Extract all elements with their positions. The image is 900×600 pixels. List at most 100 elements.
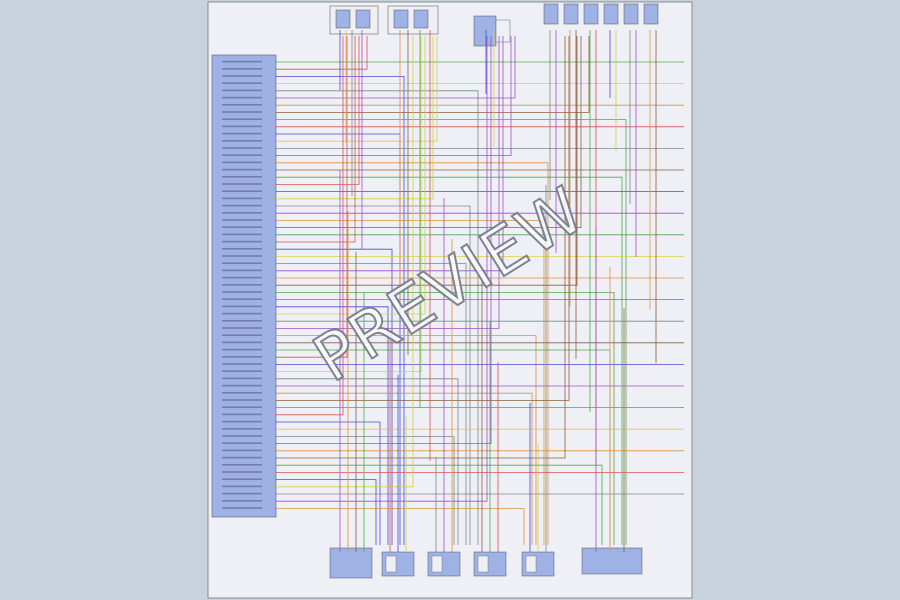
- pin-label-bar: [222, 370, 262, 372]
- pin-label-bar: [222, 118, 262, 120]
- pin-label-bar: [222, 240, 262, 243]
- pin-label-bar: [222, 233, 262, 236]
- wire: [276, 36, 356, 243]
- wire: [276, 162, 549, 545]
- fuse-block: [543, 3, 659, 25]
- wire: [276, 36, 422, 373]
- pin-label-bar: [222, 96, 262, 99]
- sensor-1: [329, 547, 373, 579]
- pin-label-bar: [222, 399, 262, 401]
- wire: [276, 36, 578, 286]
- pin-label-bar: [222, 298, 262, 300]
- pin-label-bar: [222, 212, 262, 214]
- pin-label-bar: [222, 363, 262, 365]
- wire: [276, 291, 615, 545]
- wire: [276, 248, 393, 545]
- pin-label-bar: [222, 68, 262, 70]
- pin-label-bar: [222, 161, 262, 164]
- pin-label-bar: [222, 262, 262, 264]
- wire: [276, 36, 488, 502]
- pin-label-bar: [222, 269, 262, 272]
- pin-label-bar: [222, 348, 262, 351]
- wire: [276, 36, 504, 272]
- pin-label-bar: [222, 456, 262, 459]
- wire: [276, 119, 627, 545]
- relay-1: [329, 5, 379, 35]
- pin-label-bar: [222, 75, 262, 77]
- wire: [276, 464, 603, 545]
- pin-label-bar: [222, 111, 262, 113]
- pin-label-bar: [222, 168, 262, 171]
- wire: [276, 205, 471, 545]
- pin-label-bar: [222, 356, 262, 358]
- relay-3: [473, 15, 511, 47]
- wire: [276, 36, 512, 157]
- wire: [276, 36, 368, 70]
- wire: [276, 263, 467, 545]
- pin-label-bar: [222, 406, 262, 408]
- pin-label-bar: [222, 320, 262, 322]
- sensor-4: [473, 551, 507, 577]
- wire: [276, 36, 500, 329]
- wire: [276, 76, 405, 545]
- pin-label-bar: [222, 183, 262, 185]
- wire: [276, 36, 426, 315]
- wire: [276, 378, 459, 545]
- wire: [276, 36, 360, 185]
- wire: [276, 479, 377, 545]
- pin-label-bar: [222, 204, 262, 207]
- pin-label-bar: [222, 219, 262, 221]
- pin-label-bar: [222, 291, 262, 293]
- wire: [276, 36, 516, 99]
- pin-label-bar: [222, 284, 262, 286]
- pin-label-bar: [222, 449, 262, 452]
- pin-label-bar: [222, 82, 262, 84]
- pin-label-bar: [222, 176, 262, 178]
- module-pin-labels: [222, 60, 262, 509]
- wire: [276, 36, 570, 401]
- wire: [276, 335, 537, 545]
- wire: [276, 176, 623, 545]
- wire: [276, 36, 590, 113]
- pin-label-bar: [222, 226, 262, 228]
- pin-label-bar: [222, 500, 262, 502]
- sensor-5: [521, 551, 555, 577]
- pin-label-bar: [222, 442, 262, 444]
- wire: [276, 507, 525, 545]
- pin-label-bar: [222, 507, 262, 509]
- pin-label-bar: [222, 147, 262, 149]
- control-module: [211, 54, 277, 518]
- pin-label-bar: [222, 132, 262, 135]
- pin-label-bar: [222, 154, 262, 156]
- pin-label-bar: [222, 384, 262, 387]
- pin-label-bar: [222, 255, 262, 257]
- pin-label-bar: [222, 334, 262, 336]
- switch-sensor: [581, 547, 643, 575]
- wire: [276, 36, 434, 200]
- pin-label-bar: [222, 420, 262, 423]
- sensor-3: [427, 551, 461, 577]
- pin-label-bar: [222, 248, 262, 250]
- wire: [276, 36, 344, 416]
- pin-label-bar: [222, 190, 262, 192]
- pin-label-bar: [222, 341, 262, 344]
- pin-label-bar: [222, 327, 262, 329]
- pin-label-bar: [222, 478, 262, 480]
- wire: [276, 36, 348, 358]
- sensor-2: [381, 551, 415, 577]
- pin-label-bar: [222, 392, 262, 394]
- pin-label-bar: [222, 140, 262, 142]
- wire: [276, 36, 582, 229]
- pin-label-bar: [222, 492, 262, 495]
- pin-label-bar: [222, 197, 262, 200]
- pin-label-bar: [222, 305, 262, 308]
- wire-harness: [276, 30, 684, 552]
- wire: [276, 36, 438, 142]
- wire: [276, 219, 545, 545]
- pin-label-bar: [222, 89, 262, 92]
- pin-label-bar: [222, 464, 262, 466]
- pin-label-bar: [222, 104, 262, 106]
- pin-label-bar: [222, 377, 262, 380]
